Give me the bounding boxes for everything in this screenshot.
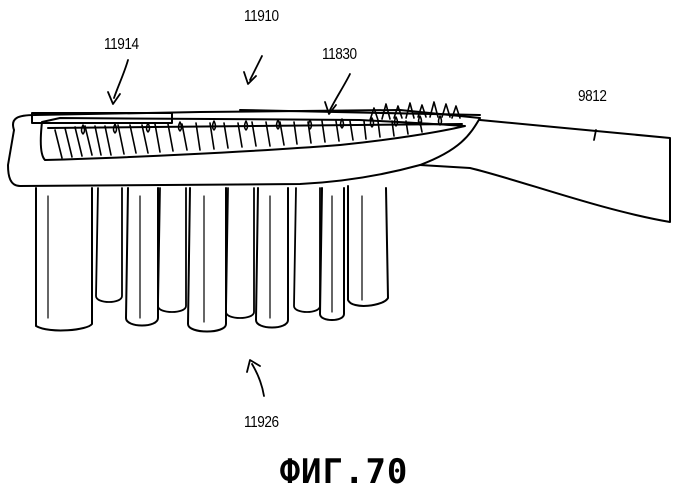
figure-caption: ФИГ.70 — [0, 452, 688, 492]
head-body — [8, 110, 480, 186]
reference-label-11830: 11830 — [322, 46, 357, 64]
reference-label-11910: 11910 — [244, 8, 279, 26]
reference-label-11914: 11914 — [104, 36, 139, 54]
leader-arrows — [108, 56, 596, 396]
reference-label-11926: 11926 — [244, 414, 279, 432]
bristle-tufts-front — [36, 186, 388, 332]
bristle-highlights — [48, 196, 362, 322]
reference-label-9812: 9812 — [578, 88, 607, 106]
bristle-tufts-back — [96, 188, 320, 318]
handle-neck — [420, 120, 670, 222]
